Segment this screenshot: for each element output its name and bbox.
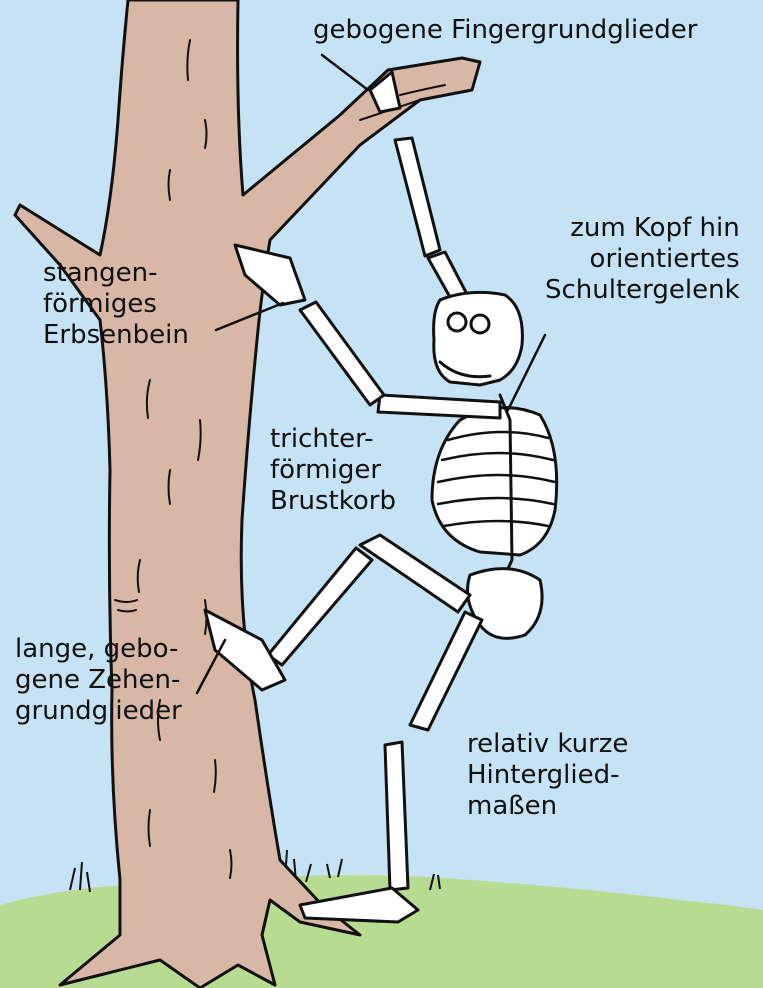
label-erbsenbein: stangen- förmiges Erbsenbein xyxy=(43,258,189,351)
label-schultergelenk: zum Kopf hin orientiertes Schultergelenk xyxy=(545,213,740,306)
raised-arm-bone xyxy=(393,136,442,258)
standing-foot xyxy=(298,886,420,924)
ribcage xyxy=(430,406,559,557)
label-fingergrundglieder: gebogene Fingergrundglieder xyxy=(313,15,697,46)
label-line: Schultergelenk xyxy=(545,275,740,305)
raised-shin xyxy=(266,546,374,667)
pelvis xyxy=(466,567,544,640)
reaching-upper-arm xyxy=(376,393,502,420)
pointer-erbsenbein xyxy=(214,301,285,332)
skeleton xyxy=(203,70,559,924)
label-line: zum Kopf hin xyxy=(570,213,740,243)
standing-shin xyxy=(383,740,410,892)
skull-jaw xyxy=(438,360,492,379)
ribs xyxy=(436,430,557,528)
trunk-hand xyxy=(233,243,307,307)
label-line: orientiertes xyxy=(589,244,740,274)
label-brustkorb: trichter- förmiger Brustkorb xyxy=(270,424,396,517)
pointer-lines xyxy=(195,53,547,695)
label-line: maßen xyxy=(467,791,558,821)
label-line: stangen- xyxy=(43,258,158,288)
branch-hand xyxy=(368,70,402,114)
label-line: Hinterglied- xyxy=(467,760,620,790)
standing-thigh xyxy=(408,610,484,732)
raised-foot xyxy=(203,608,287,692)
label-line: förmiges xyxy=(43,289,157,319)
label-line: gebogene Fingergrundglieder xyxy=(313,15,698,45)
reaching-forearm xyxy=(298,300,386,407)
skull-eye-right xyxy=(469,313,491,335)
label-zehengrundglieder: lange, gebo- gene Zehen- grundglieder xyxy=(15,634,182,727)
label-line: gene Zehen- xyxy=(15,665,181,695)
bark-texture xyxy=(114,39,446,879)
label-line: trichter- xyxy=(270,424,374,454)
label-line: grundglieder xyxy=(15,696,182,726)
label-hintergliedmassen: relativ kurze Hinterglied- maßen xyxy=(467,729,628,822)
pointer-zehen xyxy=(195,638,227,695)
label-line: Erbsenbein xyxy=(43,320,189,350)
pointer-finger xyxy=(320,53,370,92)
label-line: relativ kurze xyxy=(467,729,629,759)
skull-eye-left xyxy=(446,311,468,333)
skull xyxy=(432,290,524,387)
raised-thigh xyxy=(358,533,472,614)
pointer-shoulder xyxy=(506,333,547,412)
label-line: Brustkorb xyxy=(270,486,396,516)
label-line: förmiger xyxy=(270,455,382,485)
label-line: lange, gebo- xyxy=(15,634,179,664)
